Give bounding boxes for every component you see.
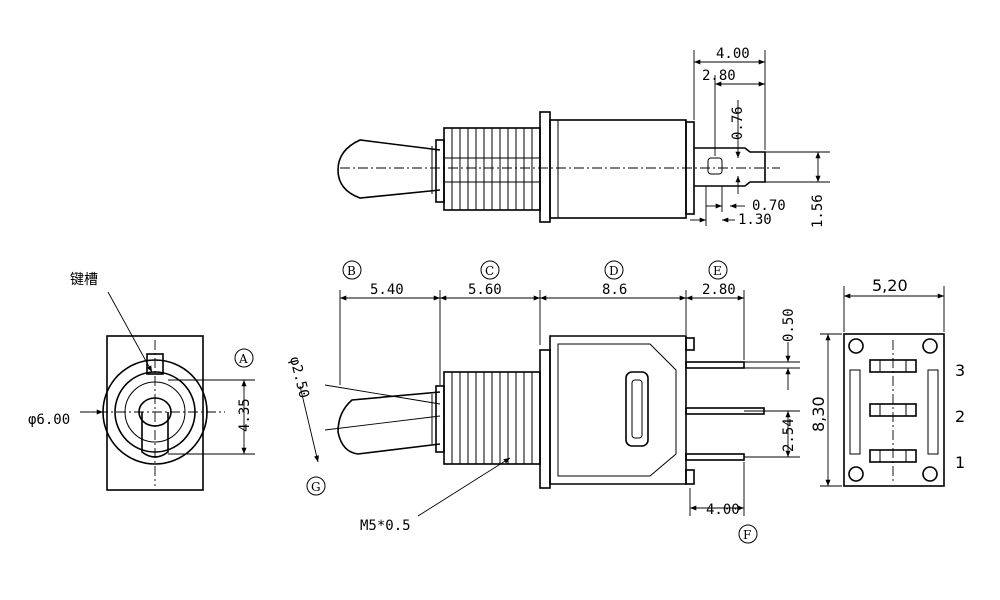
top-flange: [539, 111, 551, 223]
top-terminal: [694, 147, 766, 187]
pin-label-2: 2: [955, 407, 965, 426]
dim-side-5-60: 5.60: [468, 282, 502, 298]
dim-top-4-00: 4.00: [716, 46, 750, 62]
side-lever: [337, 391, 441, 455]
side-flange: [539, 349, 551, 489]
dim-top-0-76: 0.76: [730, 106, 746, 140]
circle-label-f: F: [743, 528, 751, 542]
keyway-label: 键槽: [70, 272, 98, 288]
dim-end-dia-6: φ6.00: [28, 412, 70, 428]
side-body: [549, 335, 687, 485]
end-view: 键槽 φ6.00 4.35 A: [28, 272, 255, 491]
bottom-view: 5,20 8,30 3 2 1: [809, 276, 965, 487]
pin-label-3: 3: [955, 361, 965, 380]
bottom-hole-br: [922, 466, 938, 482]
circle-label-g: G: [311, 480, 321, 494]
dim-side-8-6: 8.6: [602, 282, 627, 298]
dim-side-4-00: 4.00: [706, 502, 740, 518]
thread-spec-label: M5*0.5: [360, 518, 411, 534]
side-pin-bottom-tab: [685, 469, 695, 485]
side-view: 5.40 5.60 8.6 2.80 B C D E 0.50 2.54 4.0…: [286, 260, 800, 544]
side-thread: [443, 371, 541, 465]
pin-label-1: 1: [955, 453, 965, 472]
bottom-outline: [843, 333, 945, 487]
circle-label-d: D: [609, 264, 619, 278]
side-pin-top-tab: [685, 337, 695, 351]
bottom-hole-tl: [848, 338, 864, 354]
dim-side-phi-2-50: φ2.50: [286, 355, 312, 400]
top-lever: [337, 139, 441, 199]
top-thread: [443, 127, 541, 211]
dim-top-1-56: 1.56: [810, 194, 826, 228]
dim-end-4-35: 4.35: [237, 398, 253, 432]
dim-top-0-70: 0.70: [752, 198, 786, 214]
top-view: 4.00 2.80 0.76 0.70 1.30 1.56: [337, 46, 830, 228]
side-pin-1: [685, 453, 745, 461]
side-pin-3: [685, 361, 745, 369]
dim-side-5-40: 5.40: [370, 282, 404, 298]
top-body: [549, 119, 687, 219]
circle-label-b: B: [347, 264, 356, 278]
bottom-hole-tr: [922, 338, 938, 354]
dim-bottom-8-30: 8,30: [809, 396, 828, 432]
bottom-hole-bl: [848, 466, 864, 482]
circle-label-c: C: [485, 264, 494, 278]
side-window: [625, 371, 649, 447]
end-plate: [106, 335, 204, 491]
top-terminal-slot: [707, 157, 723, 175]
circle-label-a: A: [238, 352, 248, 366]
side-collar: [435, 385, 445, 453]
dim-top-2-80: 2.80: [702, 68, 736, 84]
dim-side-0-50: 0.50: [781, 308, 797, 342]
dim-side-2-80: 2.80: [702, 282, 736, 298]
circle-label-e: E: [713, 264, 722, 278]
dim-top-1-30: 1.30: [738, 212, 772, 228]
dim-side-2-54: 2.54: [781, 418, 797, 452]
dim-bottom-5-20: 5,20: [872, 276, 908, 295]
